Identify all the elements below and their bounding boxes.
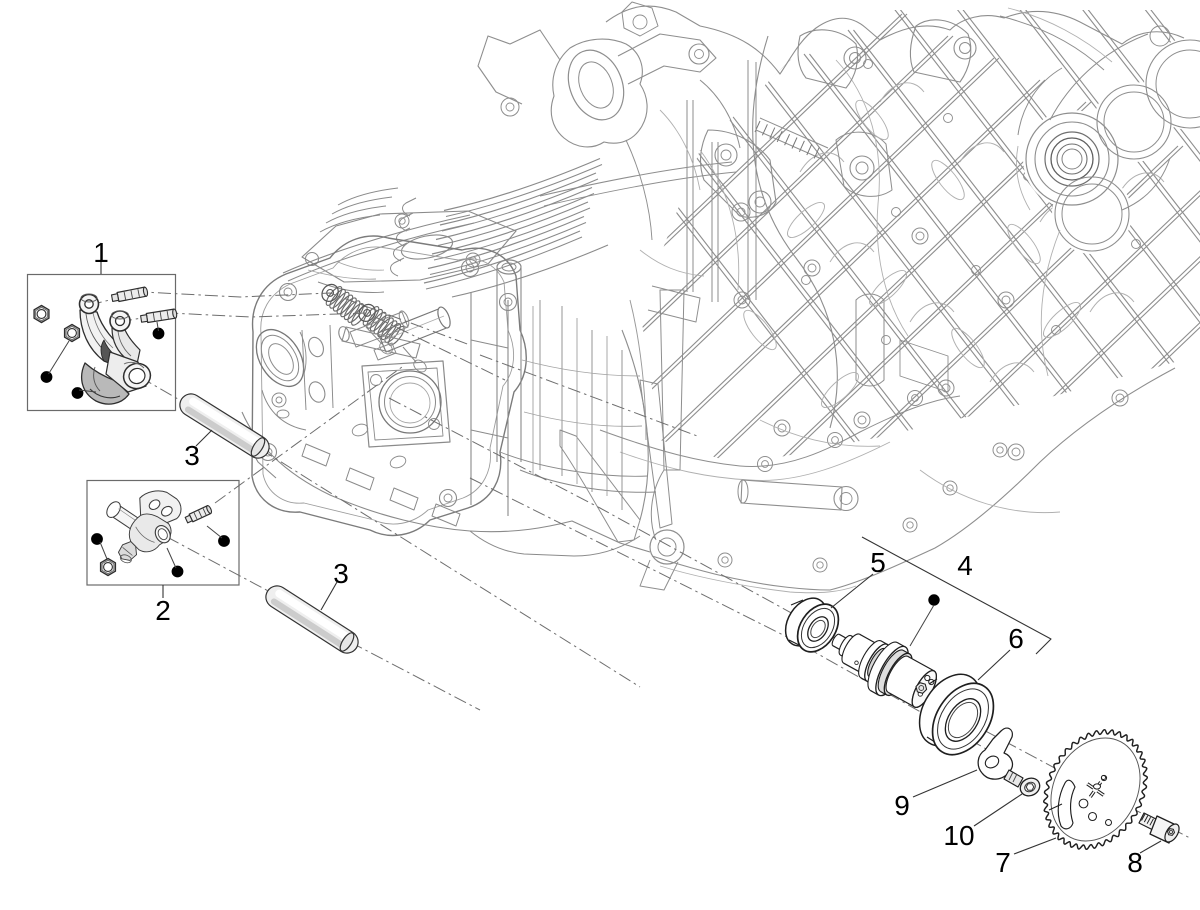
svg-text:6: 6 (1008, 623, 1024, 654)
svg-text:8: 8 (1127, 847, 1143, 878)
svg-text:10: 10 (943, 820, 974, 851)
svg-text:2: 2 (155, 595, 171, 626)
svg-text:5: 5 (870, 547, 886, 578)
svg-text:7: 7 (995, 847, 1011, 878)
svg-text:4: 4 (957, 550, 973, 581)
svg-text:9: 9 (894, 790, 910, 821)
